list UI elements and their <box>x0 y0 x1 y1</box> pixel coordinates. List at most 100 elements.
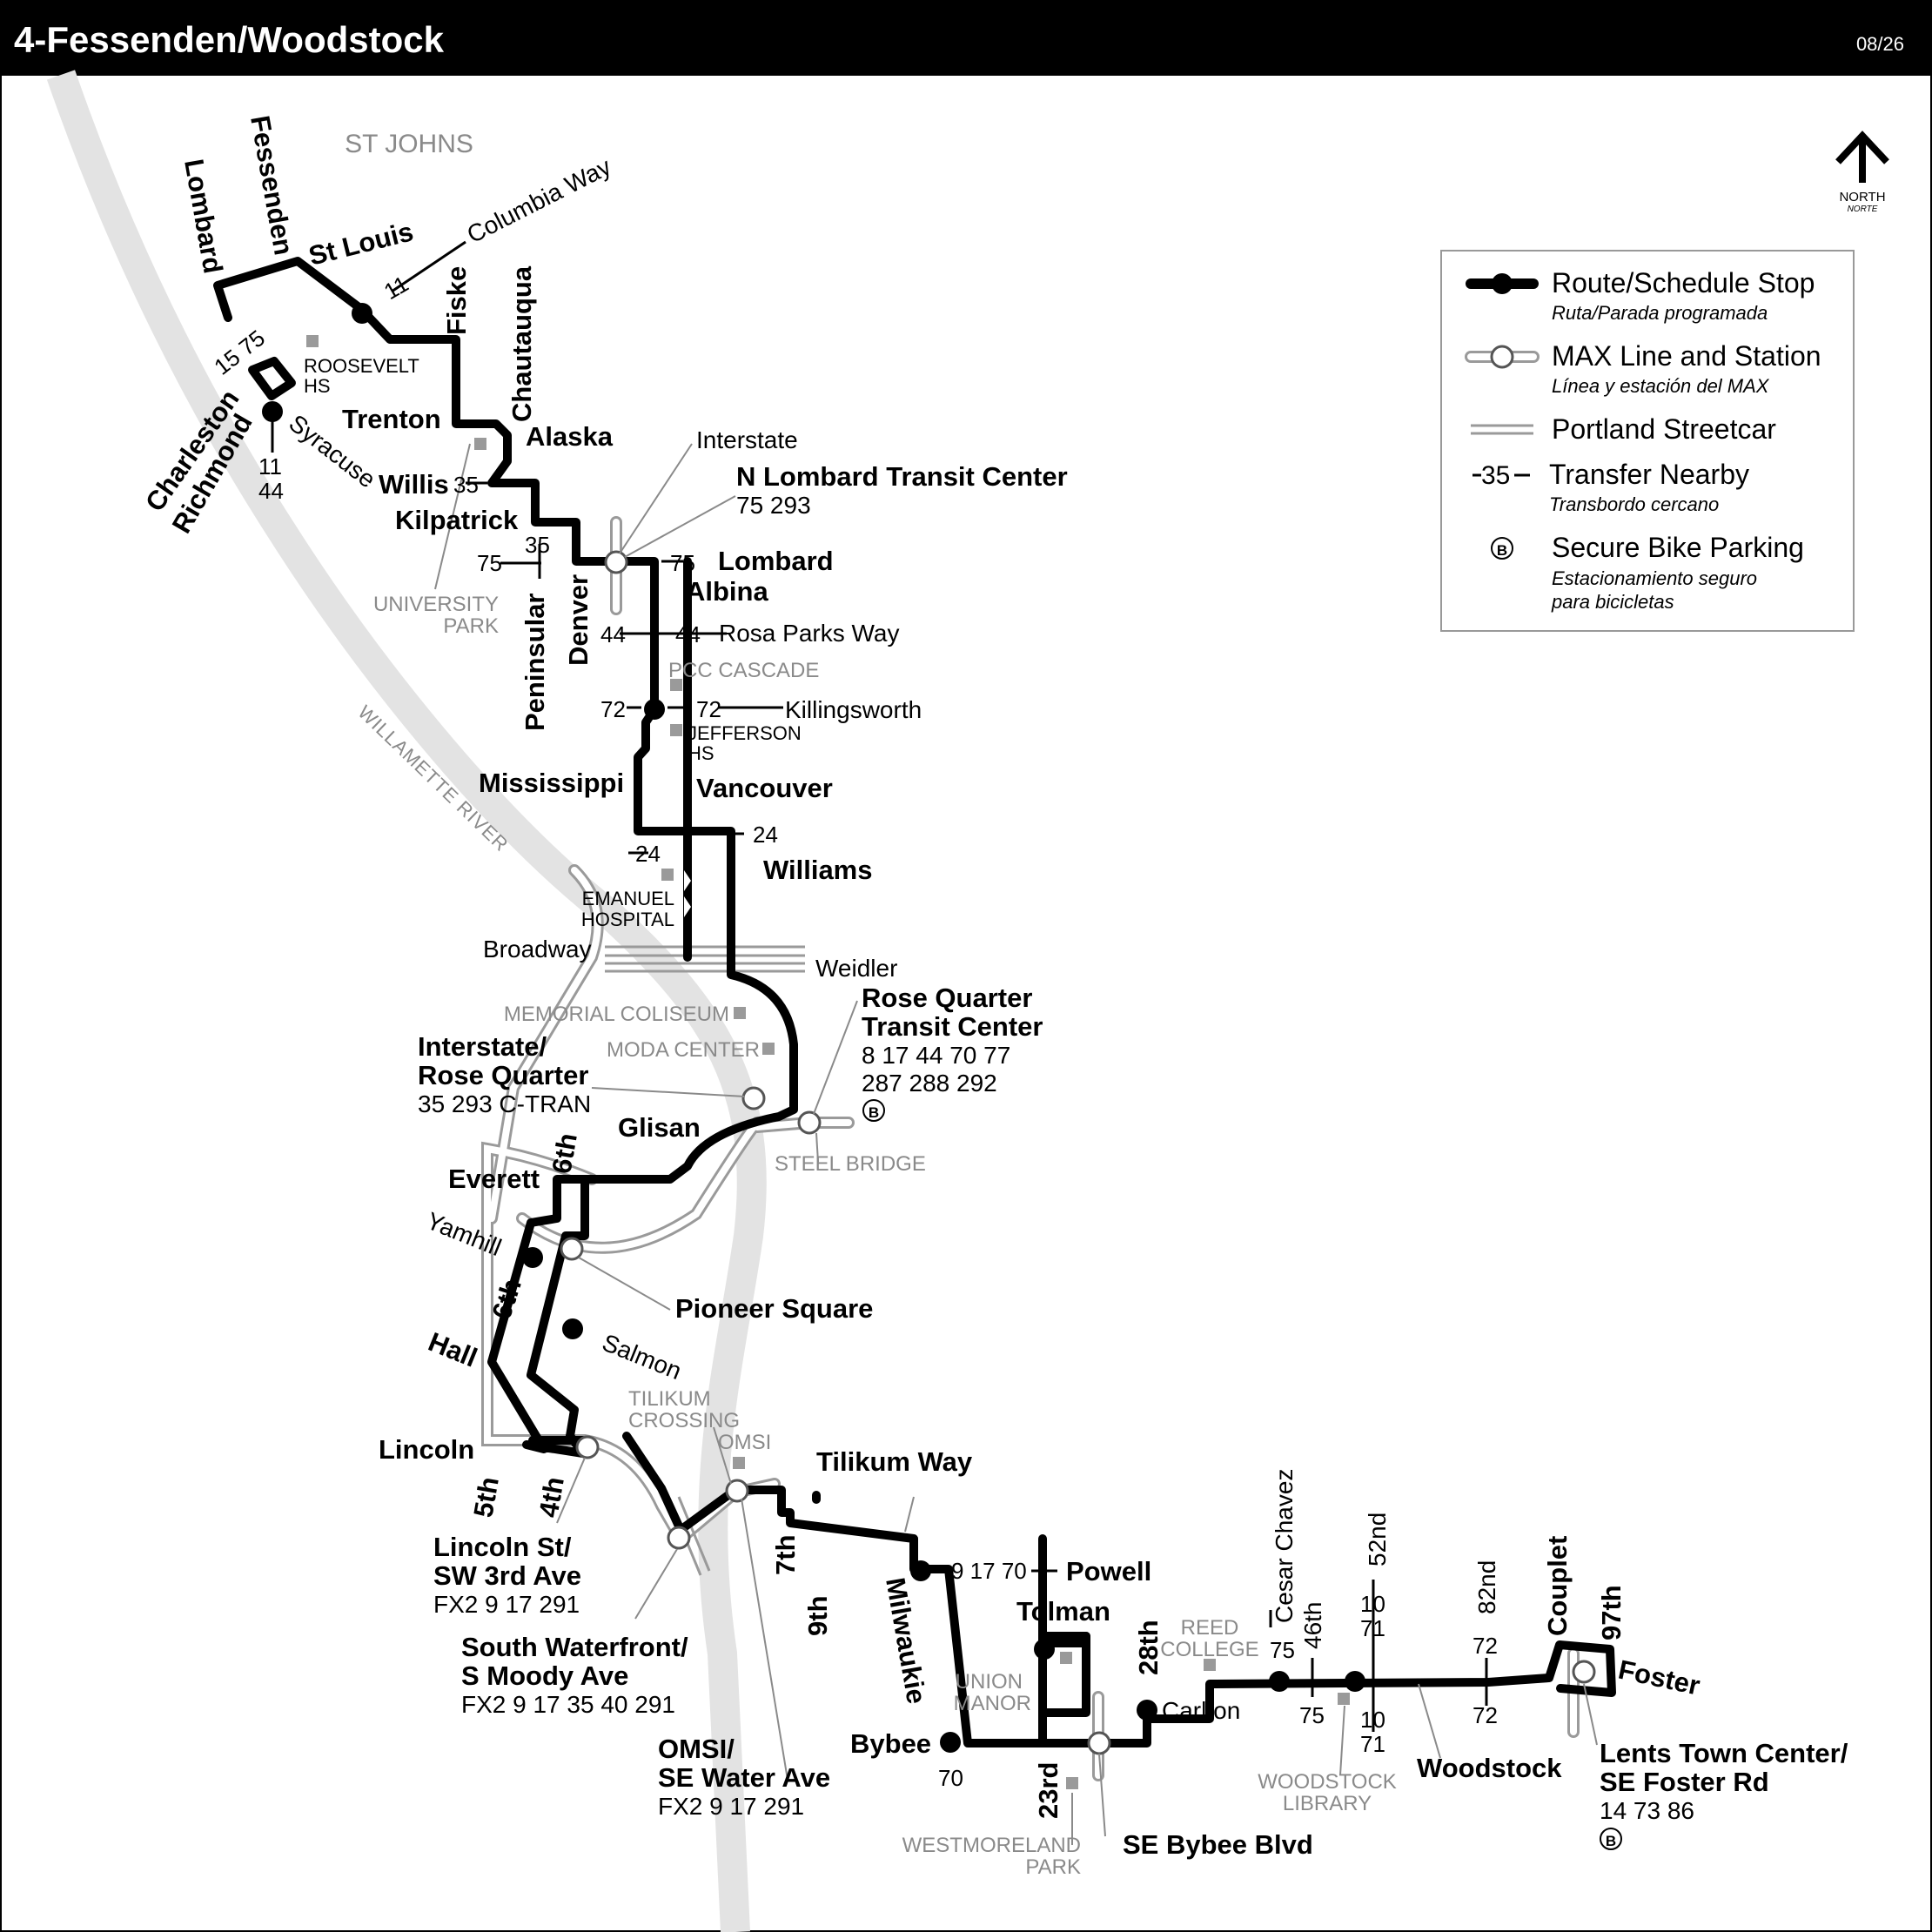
transfer-24-left: 24 <box>635 841 661 867</box>
schedule-stops[interactable] <box>262 303 1365 1753</box>
leader-lines <box>434 443 1598 1845</box>
street-labels: Lombard Fessenden St Louis Columbia Way … <box>139 113 1702 1819</box>
north-sub: NORTE <box>1848 205 1878 214</box>
legend-transfer-sample: 35 <box>1481 461 1510 490</box>
station-rose-quarter-tc[interactable] <box>797 1110 822 1135</box>
landmark-tilikum-2: CROSSING <box>628 1409 740 1432</box>
legend-box <box>1440 250 1855 632</box>
landmark-woodstock-lib-1: WOODSTOCK <box>1258 1770 1397 1794</box>
station-south-waterfront-name-1: South Waterfront/ <box>461 1632 688 1662</box>
label-alaska: Alaska <box>526 421 614 452</box>
label-fiske: Fiske <box>441 266 472 335</box>
station-interstate-name-1: Interstate/ <box>418 1031 547 1062</box>
transfer-75-chavez: 75 <box>1270 1637 1295 1663</box>
station-se-bybee[interactable] <box>1087 1731 1111 1755</box>
station-interstate-routes: 35 293 C-TRAN <box>418 1090 591 1117</box>
bike-icon <box>1600 1828 1622 1850</box>
label-bybee: Bybee <box>850 1728 931 1759</box>
label-23rd: 23rd <box>1033 1762 1063 1819</box>
transfer-75-lombard: 75 <box>670 550 695 576</box>
station-rq-tc-name-1: Rose Quarter <box>862 983 1032 1013</box>
station-omsi-name-2: SE Water Ave <box>658 1762 830 1793</box>
stop-st-louis[interactable] <box>352 303 372 324</box>
station-se-bybee-name: SE Bybee Blvd <box>1123 1829 1313 1860</box>
label-kilpatrick: Kilpatrick <box>395 505 519 535</box>
transfer-71-bottom: 71 <box>1360 1731 1385 1757</box>
transfer-10-bottom: 10 <box>1360 1707 1385 1733</box>
stop-killingsworth[interactable] <box>644 699 665 720</box>
label-97th: 97th <box>1596 1585 1627 1640</box>
station-omsi[interactable] <box>725 1479 749 1503</box>
station-pioneer-square[interactable] <box>560 1237 584 1261</box>
landmark-roosevelt-1: ROOSEVELT <box>304 355 419 377</box>
label-williams: Williams <box>763 855 872 885</box>
station-lincoln-st[interactable] <box>575 1435 600 1459</box>
transfer-35-willis: 35 <box>453 472 479 498</box>
stop-salmon[interactable] <box>562 1318 583 1339</box>
station-lincoln-routes: FX2 9 17 291 <box>433 1591 580 1618</box>
label-vancouver: Vancouver <box>696 773 833 803</box>
max-stations[interactable] <box>560 550 1596 1755</box>
station-n-lombard-name: N Lombard Transit Center <box>736 461 1068 492</box>
station-rq-tc-routes-1: 8 17 44 70 77 <box>862 1042 1010 1069</box>
legend: Route/Schedule Stop Ruta/Parada programa… <box>1440 250 1855 632</box>
label-cesar-chavez: Cesar Chavez <box>1271 1469 1298 1623</box>
legend-max-sub: Línea y estación del MAX <box>1552 375 1770 397</box>
label-chautauqua: Chautauqua <box>506 265 537 422</box>
stop-52nd[interactable] <box>1345 1671 1365 1692</box>
label-6th-a: 6th <box>546 1130 583 1176</box>
label-lombard-e: Lombard <box>718 546 834 576</box>
station-interstate-name-2: Rose Quarter <box>418 1060 588 1090</box>
stop-carlton[interactable] <box>1137 1700 1157 1721</box>
transfer-72-right: 72 <box>696 696 721 722</box>
transfer-71-top: 71 <box>1360 1615 1385 1641</box>
label-52nd: 52nd <box>1364 1513 1391 1566</box>
station-rq-tc-routes-2: 287 288 292 <box>862 1070 997 1097</box>
transfer-11-st-louis: 11 <box>379 271 413 305</box>
label-tolman: Tolman <box>1016 1596 1110 1627</box>
stop-richmond[interactable] <box>262 401 283 422</box>
route-title: 4-Fessenden/Woodstock <box>14 19 445 60</box>
transfer-72-82nd-top: 72 <box>1472 1633 1498 1659</box>
transfer-35-peninsular: 35 <box>525 532 550 558</box>
station-interstate-rq[interactable] <box>741 1086 766 1110</box>
label-trenton: Trenton <box>342 404 441 434</box>
bike-icon <box>862 1099 885 1122</box>
label-broadway: Broadway <box>483 936 592 963</box>
station-south-waterfront[interactable] <box>667 1526 691 1550</box>
station-omsi-routes: FX2 9 17 291 <box>658 1793 804 1820</box>
station-south-waterfront-routes: FX2 9 17 35 40 291 <box>461 1691 675 1718</box>
label-killingsworth: Killingsworth <box>785 696 922 723</box>
label-powell: Powell <box>1066 1556 1151 1587</box>
stop-bybee[interactable] <box>940 1732 961 1753</box>
stop-yamhill[interactable] <box>522 1247 543 1268</box>
transfer-75-peninsular: 75 <box>477 550 502 576</box>
transfer-24-right: 24 <box>753 822 778 848</box>
label-tilikum-way: Tilikum Way <box>816 1446 973 1477</box>
stop-cesar-chavez[interactable] <box>1269 1671 1290 1692</box>
transfer-10-top: 10 <box>1360 1591 1385 1617</box>
bike-symbol-rq: B <box>869 1104 879 1121</box>
transfer-44-left: 44 <box>600 621 626 647</box>
landmark-omsi: OMSI <box>718 1431 771 1454</box>
label-mississippi: Mississippi <box>479 768 624 798</box>
station-n-lombard-tc[interactable] <box>604 550 628 574</box>
landmark-westmoreland-1: WESTMORELAND <box>902 1834 1081 1857</box>
station-lents[interactable] <box>1572 1660 1596 1684</box>
landmark-university-2: PARK <box>443 614 499 638</box>
station-lents-name-2: SE Foster Rd <box>1600 1767 1769 1797</box>
label-rosa-parks: Rosa Parks Way <box>719 620 899 647</box>
transfer-powell-routes: 9 17 70 <box>951 1558 1027 1584</box>
station-rq-tc-name-2: Transit Center <box>862 1011 1043 1042</box>
stop-tolman[interactable] <box>1034 1639 1055 1660</box>
stop-powell[interactable] <box>910 1560 931 1581</box>
label-4th: 4th <box>533 1474 570 1519</box>
label-milwaukie: Milwaukie <box>880 1575 932 1706</box>
legend-streetcar: Portland Streetcar <box>1552 413 1776 445</box>
map-frame <box>0 74 1932 1932</box>
landmark-university-1: UNIVERSITY <box>373 593 499 616</box>
north-arrow: NORTH NORTE <box>1835 131 1889 214</box>
label-46th: 46th <box>1299 1602 1326 1650</box>
transfer-44-richmond: 44 <box>258 478 284 504</box>
